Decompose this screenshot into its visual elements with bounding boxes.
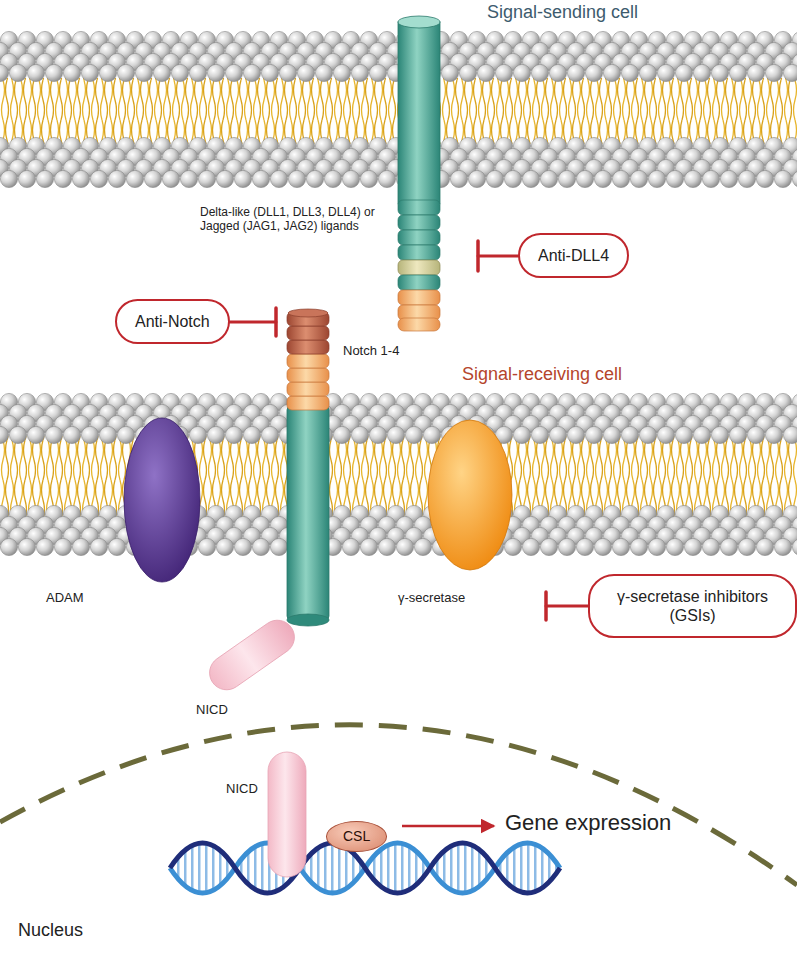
receptor-label: Notch 1-4: [343, 343, 399, 359]
lipid-row: [0, 536, 797, 558]
ligand-domain: [398, 215, 440, 230]
inhibitor-box: Anti-DLL4: [518, 233, 629, 278]
cell-label: Signal-sending cell: [487, 2, 638, 24]
compartment-label: Nucleus: [18, 920, 83, 942]
receptor-domain: [287, 368, 329, 382]
nicd-fragment: [203, 614, 301, 697]
receptor-end: [287, 614, 329, 626]
expression-arrow: [402, 825, 494, 828]
inhibition-tbar: [476, 241, 480, 271]
inhibition-tbar: [274, 308, 278, 336]
ligand-domain: [398, 318, 440, 331]
gamma-secretase-complex: [428, 420, 512, 570]
fragment-label: NICD: [226, 781, 258, 797]
protease-label: γ-secretase: [398, 590, 465, 606]
inhibition-tbar: [544, 592, 548, 620]
ligand-domain: [398, 200, 440, 215]
ligand-domain: [398, 275, 440, 290]
inhibitor-box: Anti-Notch: [115, 299, 230, 344]
inhibition-bar: [230, 241, 588, 620]
ligand-stem: [398, 22, 440, 204]
inhibitor-box: γ-secretase inhibitors (GSIs): [588, 574, 797, 638]
cell-label: Signal-receiving cell: [462, 364, 622, 386]
inhibition-line: [478, 255, 518, 258]
notch-receptor-symbol: [287, 309, 329, 626]
receiving-membrane: [0, 391, 797, 558]
outcome-label: Gene expression: [505, 810, 671, 836]
receptor-domain: [287, 354, 329, 368]
node-text: CSL: [343, 828, 370, 845]
ligand-symbol: [398, 16, 440, 331]
ligand-domain: [398, 260, 440, 275]
receptor-cap: [288, 309, 328, 317]
node-text: Anti-DLL4: [538, 246, 609, 265]
protease-label: ADAM: [46, 590, 84, 606]
node-text: Anti-Notch: [135, 312, 210, 331]
receptor-domain: [287, 382, 329, 396]
ligand-label: Delta-like (DLL1, DLL3, DLL4) or Jagged …: [200, 205, 394, 234]
ligand-domain: [398, 245, 440, 260]
inhibition-line: [546, 605, 588, 608]
receptor-domain: [287, 396, 329, 410]
lipid-row: [0, 424, 797, 446]
fragment-label: NICD: [196, 702, 228, 718]
receptor-stem: [287, 406, 329, 620]
node-text: γ-secretase inhibitors (GSIs): [608, 587, 777, 625]
ligand-domain: [398, 290, 440, 305]
receptor-domain: [287, 326, 329, 340]
ligand-cap: [398, 16, 440, 28]
nicd-fragment: [268, 752, 306, 877]
inhibition-line: [230, 321, 276, 324]
receptor-domain: [287, 340, 329, 354]
ligand-domain: [398, 230, 440, 245]
transcription-factor: CSL: [326, 821, 387, 852]
adam-protease: [124, 418, 200, 582]
